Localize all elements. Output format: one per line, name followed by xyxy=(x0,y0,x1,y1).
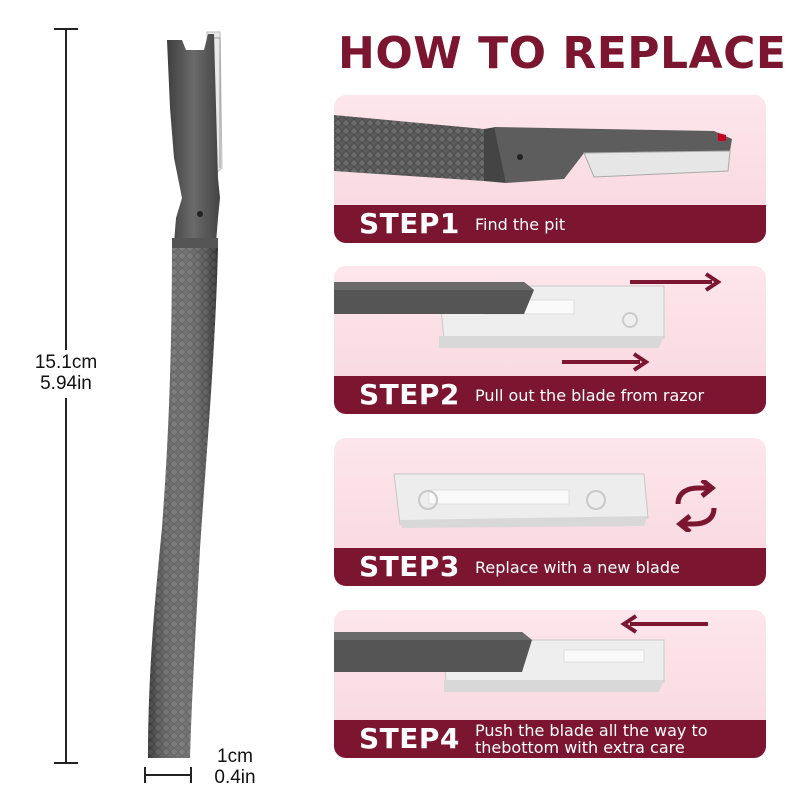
step2-band: STEP2 Pull out the blade from razor xyxy=(334,376,766,414)
length-label-bg xyxy=(20,350,112,398)
step2-razor-image xyxy=(334,272,722,372)
width-label-cm: 1cm xyxy=(217,746,253,767)
step3-text: Replace with a new blade xyxy=(475,557,680,577)
step1-text: Find the pit xyxy=(475,214,566,234)
swap-cycle-icon xyxy=(675,480,717,532)
step-card-1: STEP1 Find the pit xyxy=(334,95,766,243)
step3-band: STEP3 Replace with a new blade xyxy=(334,548,766,586)
width-label-in: 0.4in xyxy=(214,767,256,788)
step4-label: STEP4 xyxy=(359,722,460,755)
length-label-cm: 15.1cm xyxy=(34,352,98,373)
step4-text: Push the blade all the way to thebottom … xyxy=(475,721,708,757)
step-card-3: STEP3 Replace with a new blade xyxy=(334,438,766,586)
step-card-4: STEP4 Push the blade all the way to theb… xyxy=(334,610,766,758)
step3-blade-image xyxy=(393,473,649,528)
length-label-in: 5.94in xyxy=(40,373,92,394)
step-card-2: STEP2 Pull out the blade from razor xyxy=(334,266,766,414)
step1-label: STEP1 xyxy=(359,207,460,240)
step4-band: STEP4 Push the blade all the way to theb… xyxy=(334,720,766,758)
step1-band: STEP1 Find the pit xyxy=(334,205,766,243)
step2-label: STEP2 xyxy=(359,378,460,411)
step4-razor-image xyxy=(334,614,708,692)
razor-image xyxy=(148,31,223,758)
page-title: HOW TO REPLACE xyxy=(338,28,787,79)
step1-razor-image xyxy=(334,115,732,183)
step2-text: Pull out the blade from razor xyxy=(475,385,705,405)
step3-label: STEP3 xyxy=(359,550,460,583)
